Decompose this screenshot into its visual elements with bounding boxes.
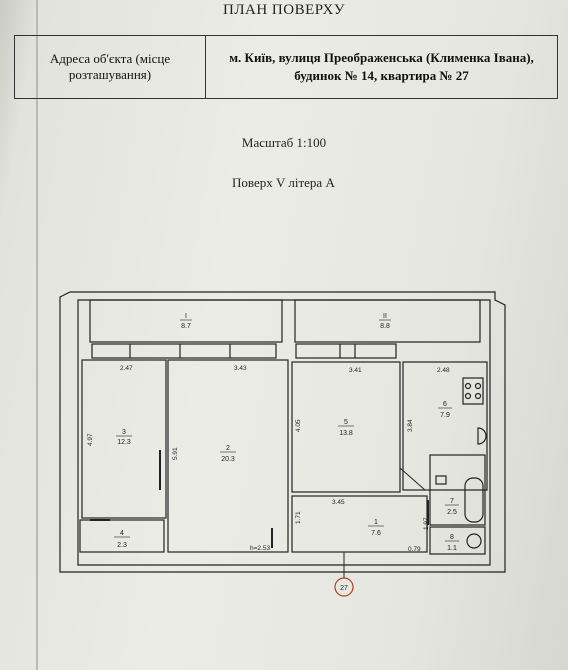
dim-3-41: 3.41 [349,367,362,374]
room-1-area: 7.6 [371,530,381,537]
stove [462,377,484,405]
floor-label: Поверх V літера А [232,175,335,190]
room-4-number: 4 [120,530,124,537]
dim-0-79: 0.79 [408,546,421,553]
address-table: Адреса об'єкта (місце розташування) м. К… [14,35,558,99]
room-2-wall [167,359,289,553]
paper-fold [36,0,38,670]
room-6-number: 6 [443,401,447,408]
scale-label: Масштаб 1:100 [241,135,327,150]
dim-1-97: 1.97 [423,517,430,530]
room-2-area: 20.3 [221,456,235,463]
dim-4-97: 4.97 [87,433,94,446]
room-4-area: 2.3 [117,542,127,549]
bathtub [464,477,484,523]
dim-2-48: 2.48 [437,367,450,374]
room-6-area: 7.9 [440,412,450,419]
room-7-wall [429,454,486,526]
address-label: Адреса об'єкта (місце розташування) [14,35,206,99]
room-I-number: I [185,313,187,320]
room-3-area: 12.3 [117,439,131,446]
dim-3-43: 3.43 [234,365,247,372]
room-I-area: 8.7 [181,323,191,330]
sink [477,427,487,445]
room-8-area: 1.1 [447,545,457,552]
dim-3-45: 3.45 [332,499,345,506]
dim-3-84: 3.84 [407,419,414,432]
outer-wall [59,291,506,573]
dim-1-71: 1.71 [295,511,302,524]
balcony-2 [294,299,481,343]
room-6-wall [402,361,488,491]
page-title: ПЛАН ПОВЕРХУ [223,2,345,18]
room-5-number: 5 [344,419,348,426]
room-4-wall [79,519,165,553]
room-8-wall [429,526,486,555]
dim-2-47: 2.47 [120,365,133,372]
room-5-area: 13.8 [339,430,353,437]
ceiling-height: h=2.53 [250,545,270,552]
apartment-number: 27 [340,585,348,592]
room-2-number: 2 [226,445,230,452]
room-8-number: 8 [450,534,454,541]
address-value: м. Київ, вулиця Преображенська (Клименка… [205,35,558,99]
room-II-area: 8.8 [380,323,390,330]
room-7-number: 7 [450,498,454,505]
room-3-wall [81,359,167,519]
room-II-number: II [383,313,387,320]
dim-4-05: 4.05 [295,419,302,432]
room-1-number: 1 [374,519,378,526]
balcony-1 [89,299,283,343]
room-7-area: 2.5 [447,509,457,516]
dim-5-91: 5.91 [172,447,179,460]
room-5-wall [291,361,401,493]
toilet [466,533,482,549]
room-1-wall [291,495,428,553]
apartment-marker [334,577,354,597]
room-3-number: 3 [122,429,126,436]
